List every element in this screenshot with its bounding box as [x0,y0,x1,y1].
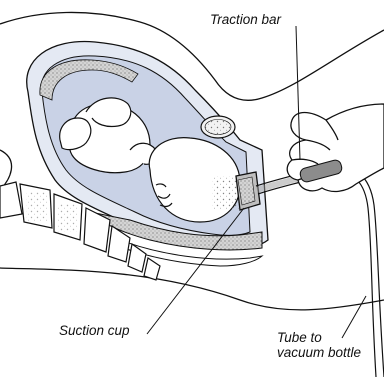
traction-bar-leader [296,26,300,160]
tube-label-line1: Tube to [277,330,361,345]
tube-label: Tube to vacuum bottle [277,330,361,360]
tube-label-line2: vacuum bottle [277,345,361,360]
pubic-bone [201,116,235,138]
traction-bar-label: Traction bar [210,12,281,27]
suction-cup-label: Suction cup [59,323,130,338]
suction-cup [236,172,260,210]
